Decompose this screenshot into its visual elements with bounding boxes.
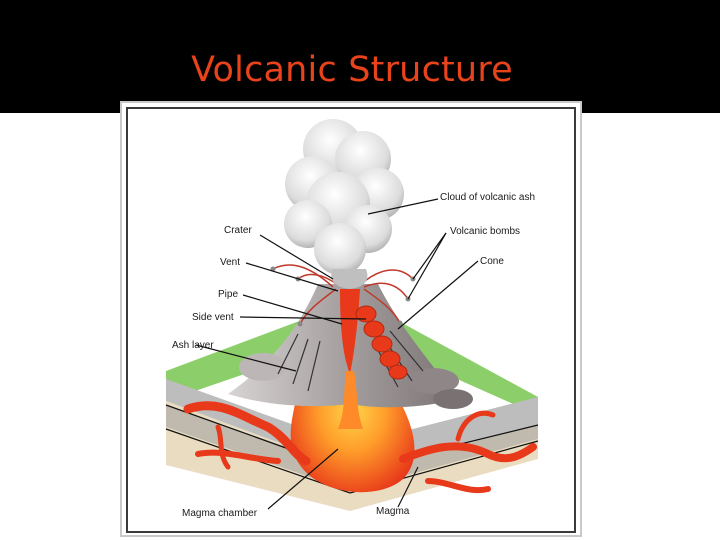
volcano-cone <box>228 284 473 429</box>
label-side-vent: Side vent <box>192 312 234 323</box>
label-bombs: Volcanic bombs <box>450 226 520 237</box>
label-ash-layer: Ash layer <box>172 340 214 351</box>
volcano-illustration: Cloud of volcanic ash Crater Volcanic bo… <box>165 119 539 519</box>
label-vent: Vent <box>220 257 240 268</box>
label-pipe: Pipe <box>218 289 238 300</box>
diagram-frame: Cloud of volcanic ash Crater Volcanic bo… <box>120 101 582 537</box>
diagram-labels: Cloud of volcanic ash Crater Volcanic bo… <box>172 192 535 519</box>
volcano-diagram: Cloud of volcanic ash Crater Volcanic bo… <box>126 107 576 533</box>
slide-title: Volcanic Structure <box>191 50 513 90</box>
side-vent-lava <box>355 305 408 380</box>
ash-cloud <box>284 119 404 289</box>
label-magma-chamber: Magma chamber <box>182 508 258 519</box>
label-crater: Crater <box>224 225 252 236</box>
label-cone: Cone <box>480 256 504 267</box>
title-band <box>0 0 720 113</box>
label-cloud: Cloud of volcanic ash <box>440 192 535 203</box>
label-magma: Magma <box>376 506 410 517</box>
leader-lines <box>195 198 479 510</box>
